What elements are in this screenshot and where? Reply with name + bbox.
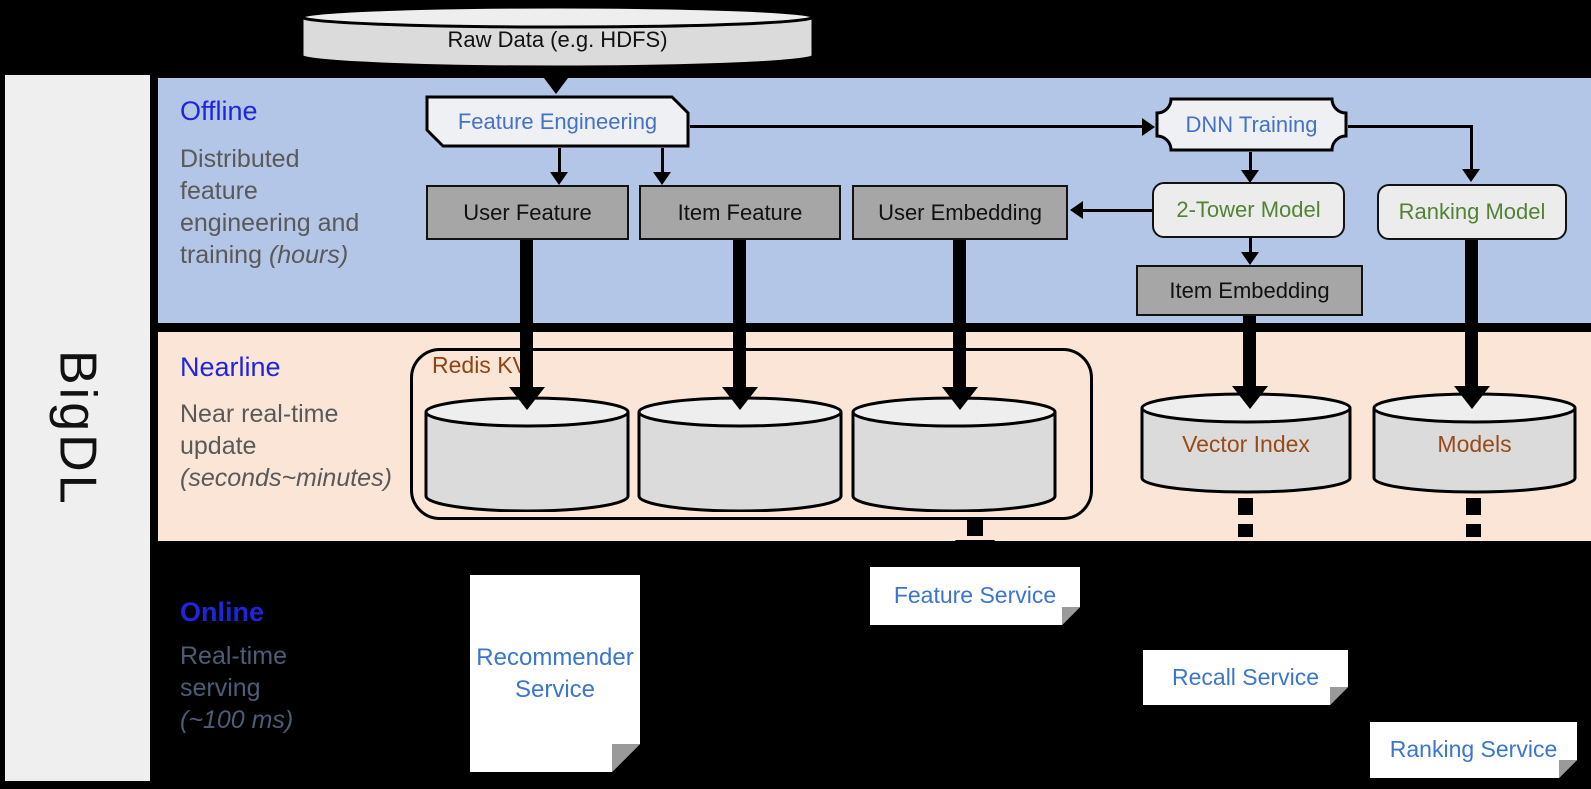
vector-index-store [1140, 392, 1352, 494]
arrow-twotower-to-userembedding [1083, 209, 1152, 212]
user-embedding-node: User Embedding [852, 185, 1068, 240]
redis-kv-label: Redis KV [432, 352, 528, 378]
raw-data-store: Raw Data (e.g. HDFS) [300, 5, 815, 69]
pipe-userfeature-to-kv [520, 240, 533, 388]
arrowhead [942, 387, 978, 410]
feature-service-label: Feature Service [893, 582, 1057, 609]
arrowhead [1142, 118, 1155, 136]
item-embedding-node: Item Embedding [1136, 265, 1363, 316]
dnn-training-label: DNN Training [1185, 111, 1318, 137]
item-feature-node: Item Feature [639, 185, 841, 240]
arrowhead [653, 172, 671, 185]
arrow-fe-to-itemfeature [661, 148, 664, 174]
arrowhead [1462, 169, 1480, 182]
arrow-rawdata-to-fe [553, 66, 558, 79]
dashed-connector-kv-to-featureservice [967, 520, 983, 536]
feature-engineering-label: Feature Engineering [457, 108, 658, 134]
bigdl-brand-label: BigDL [48, 349, 107, 507]
recall-service-label: Recall Service [1172, 663, 1319, 690]
offline-desc: Distributed feature engineering and trai… [180, 145, 360, 269]
dashed-connector-vectorindex [1238, 498, 1253, 515]
dashed-connector-vectorindex [1238, 524, 1253, 537]
arrowhead [722, 387, 758, 410]
vector-index-label: Vector Index [1182, 430, 1310, 457]
nearline-desc: Near real-time update (seconds~minutes) [180, 400, 392, 492]
plaque-shape [1155, 97, 1348, 152]
dnn-training-node: DNN Training [1155, 97, 1348, 152]
arrow-twotower-to-itemembedding [1249, 238, 1252, 254]
arrowhead [1241, 170, 1259, 183]
arrow-dnn-to-rankingmodel [1348, 125, 1473, 128]
dashed-connector-models [1466, 498, 1481, 515]
nearline-title: Nearline [180, 352, 281, 382]
ranking-service-label: Ranking Service [1389, 736, 1558, 763]
kv-cylinder-3 [851, 396, 1057, 512]
cylinder-shape [300, 5, 815, 69]
arrow-fe-to-dnn [690, 125, 1143, 128]
arrow-fe-to-userfeature [558, 148, 561, 174]
feature-engineering-node: Feature Engineering [425, 95, 690, 148]
arrowhead [509, 387, 545, 410]
recall-service-node: Recall Service [1143, 650, 1348, 705]
arrow-dnn-to-rankingmodel-drop [1470, 125, 1473, 171]
user-feature-node: User Feature [426, 185, 629, 240]
arrowhead [1070, 201, 1083, 219]
redis-kv-container [410, 348, 1093, 520]
arrowhead [550, 172, 568, 185]
recommender-service-node: Recommender Service [470, 575, 640, 772]
offline-title: Offline [180, 96, 258, 126]
bigdl-sidebar: BigDL [5, 75, 150, 781]
arrowhead [544, 78, 568, 94]
online-desc: Real-time serving (~100 ms) [180, 642, 294, 734]
snip-corner-shape [425, 95, 690, 148]
two-tower-model-node: 2-Tower Model [1152, 182, 1345, 238]
folded-corner [1559, 760, 1577, 778]
ranking-service-node: Ranking Service [1370, 722, 1577, 778]
pipe-itemembedding-to-vectorindex [1243, 316, 1256, 388]
arrow-dnn-to-twotower [1249, 152, 1252, 173]
kv-cylinder-1 [424, 396, 630, 512]
dashed-connector-models [1466, 524, 1481, 537]
folded-corner [612, 744, 640, 772]
online-title: Online [180, 597, 265, 627]
folded-corner [1062, 607, 1080, 625]
ranking-model-node: Ranking Model [1377, 184, 1567, 240]
recommender-service-label: Recommender Service [476, 644, 634, 703]
pipe-rankingmodel-to-models [1465, 240, 1478, 388]
pipe-userembedding-to-kv [953, 240, 966, 388]
kv-cylinder-2 [637, 396, 843, 512]
folded-corner [1330, 687, 1348, 705]
arrowhead [1454, 386, 1490, 409]
arrowhead [1241, 252, 1259, 265]
pipe-itemfeature-to-kv [733, 240, 746, 388]
raw-data-label: Raw Data (e.g. HDFS) [447, 27, 668, 52]
arrowhead [1232, 386, 1268, 409]
feature-service-node: Feature Service [870, 567, 1080, 625]
models-label: Models [1437, 430, 1512, 457]
arrowhead [955, 540, 995, 566]
